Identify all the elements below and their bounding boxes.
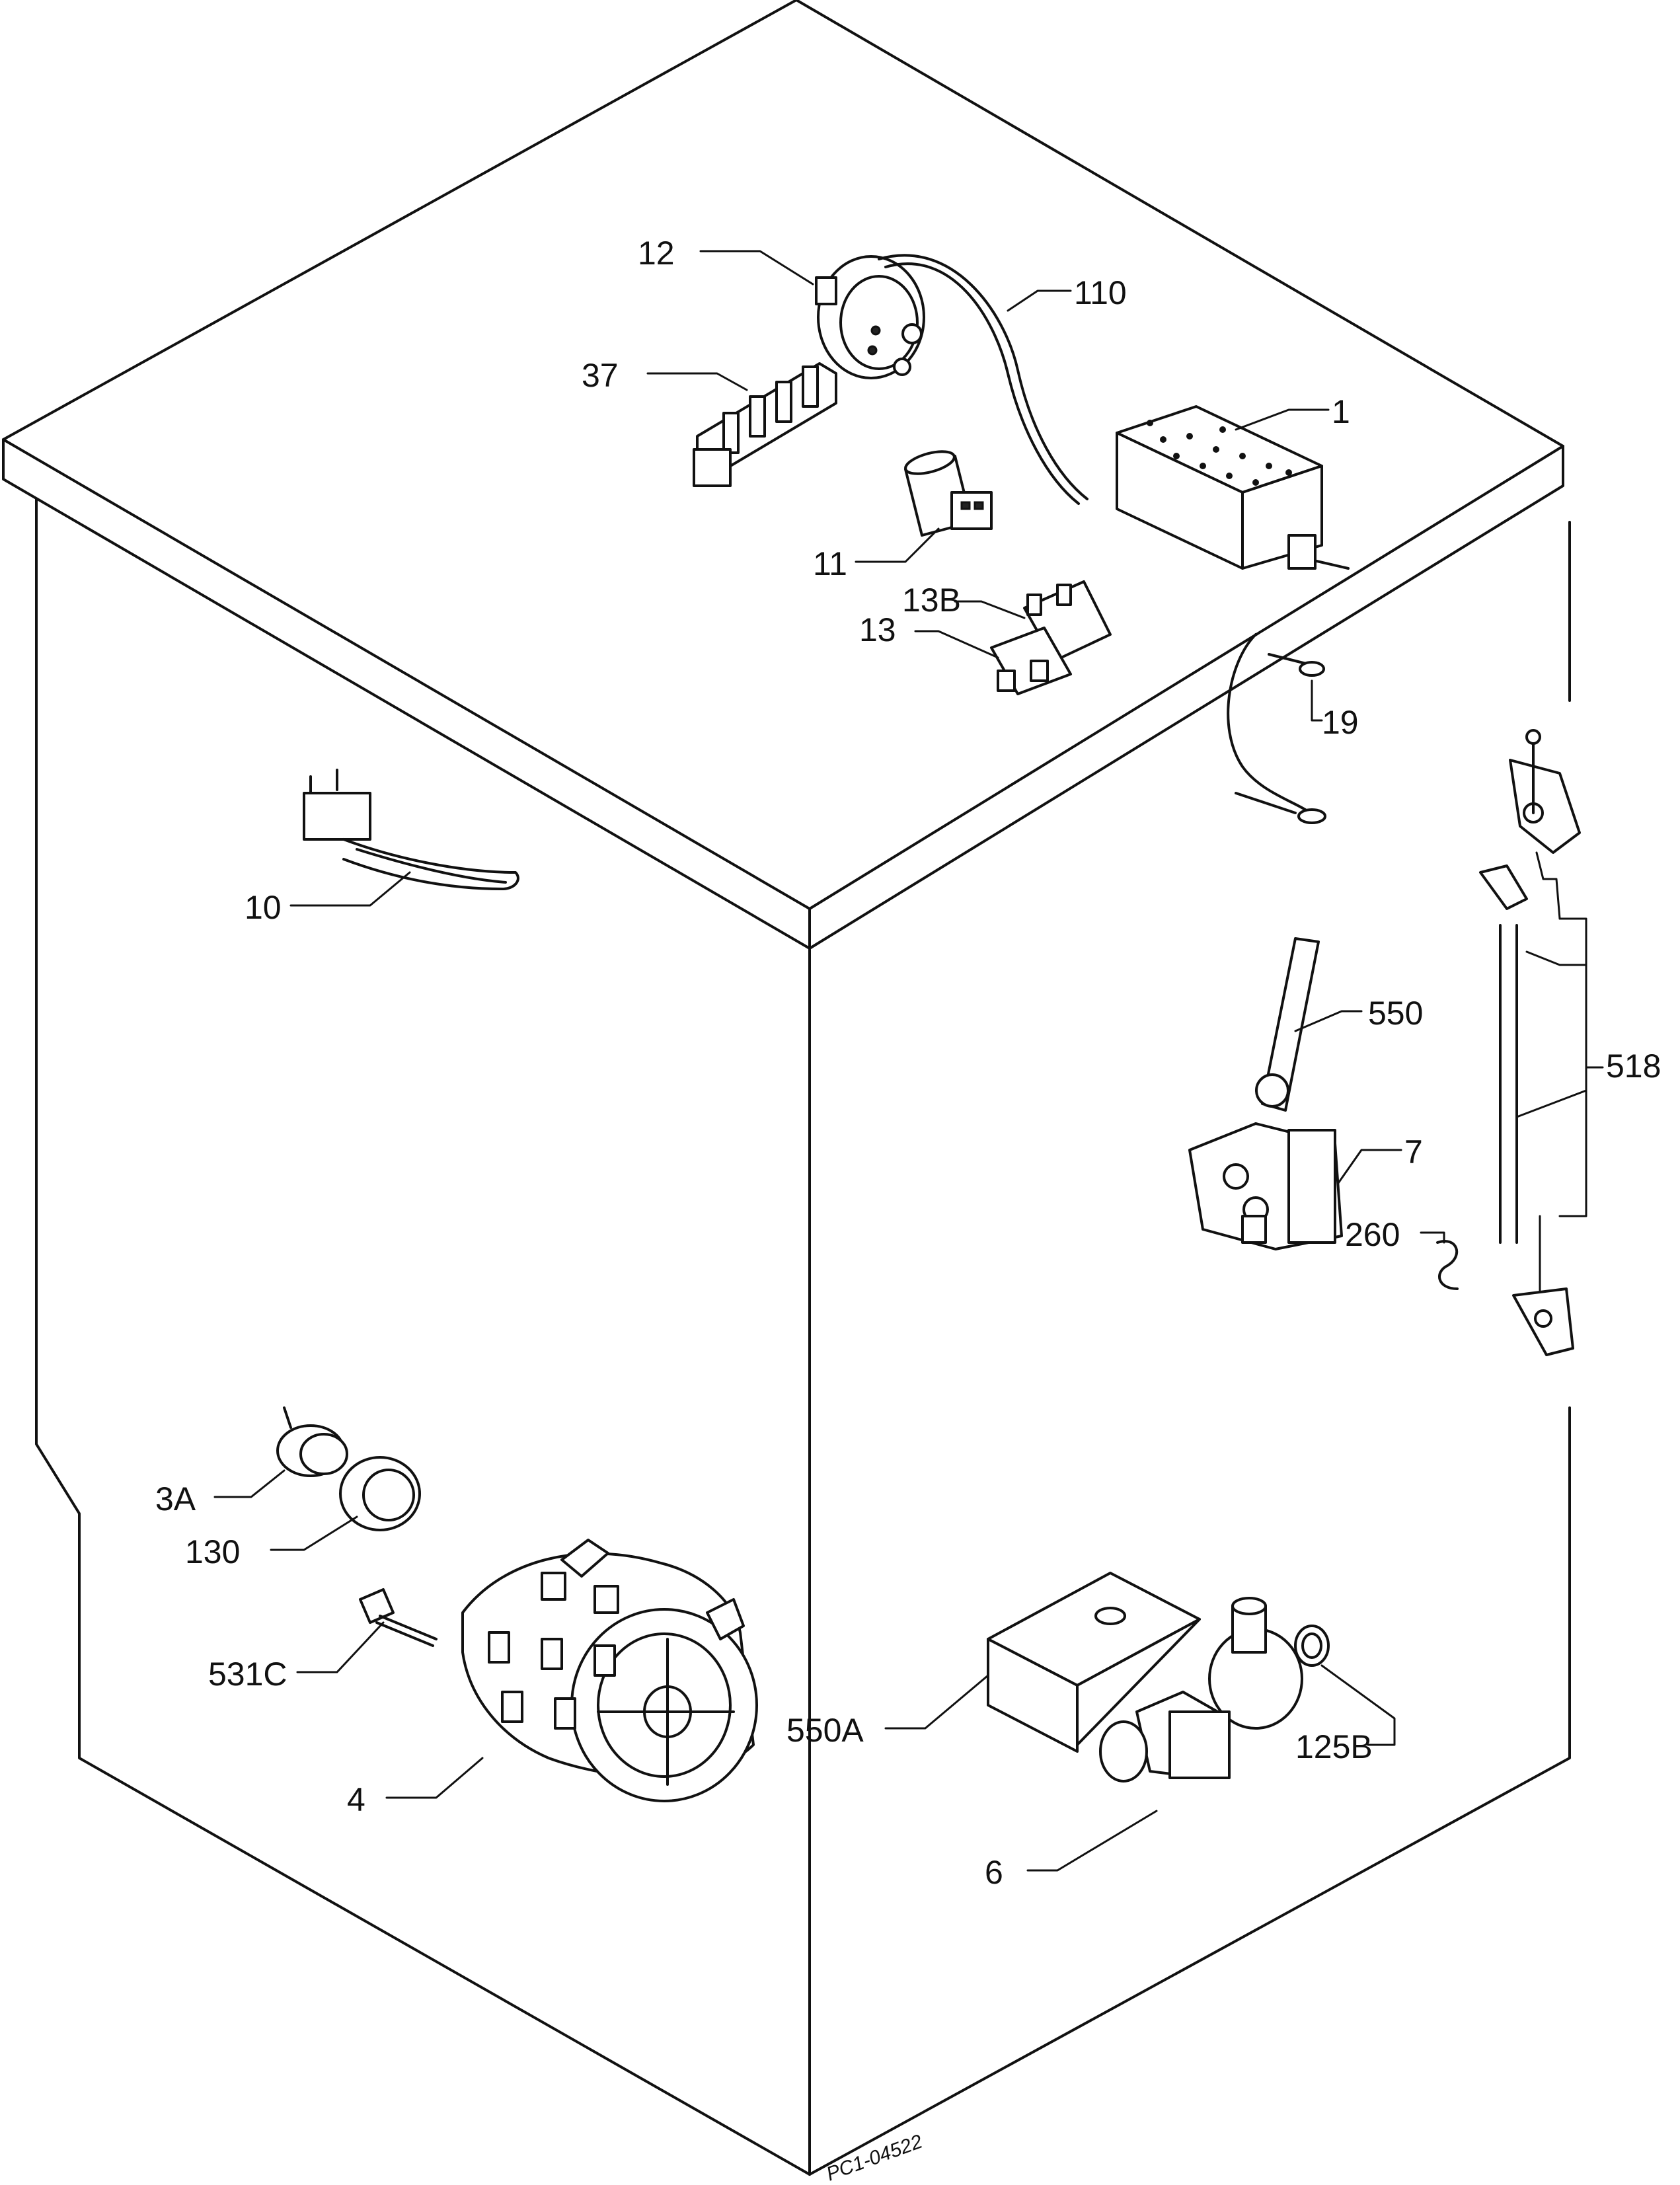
cover-550a [987, 1572, 1201, 1753]
label-11: 11 [813, 545, 847, 582]
thermostat-3a [276, 1406, 348, 1477]
hose-110 [878, 254, 1088, 500]
terminal-block-37 [693, 362, 837, 487]
wire-probe-19 [1227, 633, 1326, 824]
cabinet-outline [2, 0, 1571, 2176]
clip-260 [1436, 1240, 1459, 1290]
o-ring-125b [1294, 1625, 1330, 1667]
label-4: 4 [347, 1781, 365, 1818]
door-interlock-7 [1188, 1122, 1343, 1250]
label-10: 10 [245, 889, 282, 926]
label-7: 7 [1404, 1133, 1423, 1170]
pressure-switch-12 [815, 255, 925, 379]
door-lever-550 [1255, 937, 1320, 1112]
label-6: 6 [985, 1854, 1003, 1891]
label-3a: 3A [155, 1480, 196, 1517]
screw-531c [359, 1588, 438, 1647]
label-12: 12 [638, 235, 675, 272]
label-37: 37 [582, 357, 619, 394]
label-531c: 531C [208, 1656, 287, 1693]
label-1: 1 [1332, 393, 1350, 430]
heating-element-10 [303, 769, 519, 890]
label-550: 550 [1368, 995, 1423, 1032]
door-mechanism-518 [1479, 729, 1581, 1356]
leader-lines [213, 250, 1604, 1872]
label-125b: 125B [1295, 1728, 1373, 1765]
label-518: 518 [1606, 1048, 1661, 1085]
motor-4 [461, 1539, 758, 1802]
capacitor-11 [904, 450, 993, 537]
seal-130 [339, 1456, 421, 1531]
drain-pump-6 [1099, 1597, 1303, 1782]
label-130: 130 [185, 1533, 240, 1570]
programmer-timer-1 [1116, 405, 1350, 570]
label-110: 110 [1074, 274, 1127, 311]
label-13b: 13B [902, 582, 961, 619]
connector-13 [990, 627, 1072, 695]
label-13: 13 [859, 611, 896, 648]
label-260: 260 [1345, 1216, 1400, 1253]
part-labels: 12 110 37 1 11 13B 13 19 10 518 550 7 26… [155, 235, 1661, 2185]
label-19: 19 [1322, 704, 1359, 741]
label-550a: 550A [786, 1712, 864, 1749]
